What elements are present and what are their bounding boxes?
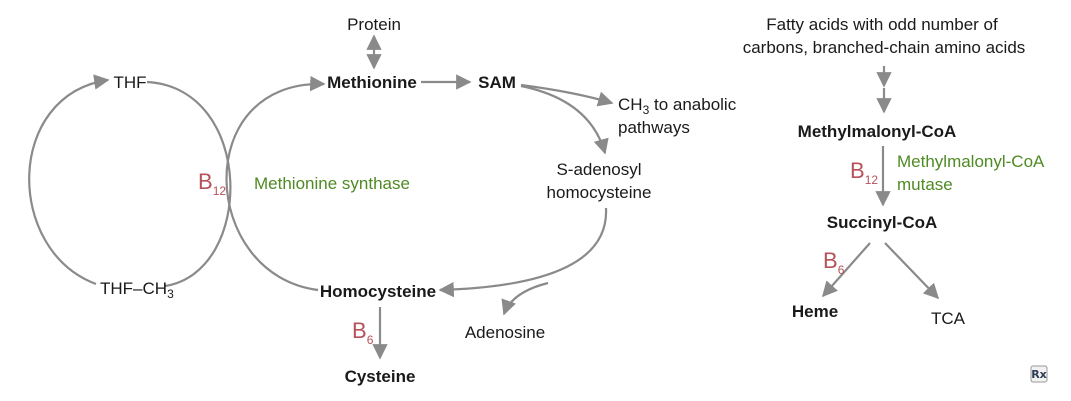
homocysteine-label: Homocysteine xyxy=(320,282,436,301)
succinyl-to-heme-arrow xyxy=(821,242,871,298)
sam-label: SAM xyxy=(478,73,516,92)
source-label-line2: carbons, branched-chain amino acids xyxy=(743,38,1026,57)
thf-label: THF xyxy=(113,73,146,92)
ch3-label-line2: pathways xyxy=(618,118,690,137)
succinyl-to-tca-arrow xyxy=(884,242,940,300)
b12-cofactor-right: B12 xyxy=(850,158,878,187)
protein-label: Protein xyxy=(347,15,401,34)
sah-label-line1: S-adenosyl xyxy=(556,160,641,179)
folate-arc-right xyxy=(146,80,232,288)
svg-text:Rx: Rx xyxy=(1031,368,1047,381)
mutase-label-line1: Methylmalonyl-CoA xyxy=(897,152,1045,171)
methylmalonyl-coa-label: Methylmalonyl-CoA xyxy=(798,122,957,141)
sah-to-homocysteine-arrow xyxy=(438,207,608,298)
source-label-line1: Fatty acids with odd number of xyxy=(766,15,998,34)
methionine-label: Methionine xyxy=(327,73,417,92)
ch3-label: CH3 to anabolic xyxy=(618,95,737,117)
rx-logo-icon: Rx xyxy=(1030,365,1048,383)
folate-arc-left xyxy=(28,74,110,286)
sah-label-line2: homocysteine xyxy=(547,183,652,202)
adenosine-branch-arrow xyxy=(501,281,549,316)
thf-ch3-label: THF–CH3 xyxy=(100,279,174,301)
succinyl-coa-label: Succinyl-CoA xyxy=(827,213,938,232)
b12-cofactor-left: B12 xyxy=(198,169,226,198)
methionine-synthase-arc xyxy=(225,75,326,292)
b6-cofactor-right: B6 xyxy=(823,248,845,277)
b6-cofactor-left: B6 xyxy=(352,318,374,347)
methionine-synthase-label: Methionine synthase xyxy=(254,174,410,193)
mutase-label-line2: mutase xyxy=(897,175,953,194)
cysteine-label: Cysteine xyxy=(345,367,416,386)
tca-label: TCA xyxy=(931,309,966,328)
adenosine-label: Adenosine xyxy=(465,323,545,342)
sam-to-sah-arrow xyxy=(520,84,609,155)
ch3-branch-arrow xyxy=(520,83,614,107)
heme-label: Heme xyxy=(792,302,838,321)
